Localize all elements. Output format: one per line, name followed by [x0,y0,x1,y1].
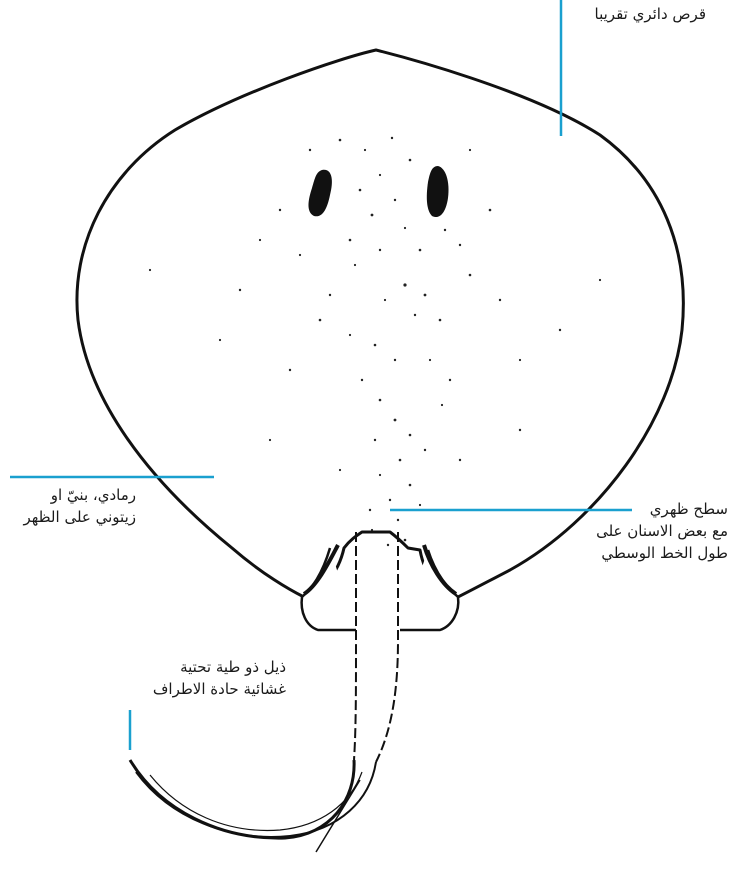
stingray-disc-outline [77,50,683,598]
dorsal-label-line: سطح ظهري [596,498,728,520]
tail-stalk-right [376,532,398,762]
tail-spine [316,780,360,852]
disc-label: قرص دائري تقريبا [595,3,706,25]
color-label-line: زيتوني على الظهر [23,506,136,528]
tail-fold [136,762,376,837]
tail-label-line: ذيل ذو طية تحتية [153,656,286,678]
dorsal-label-line: طول الخط الوسطي [596,542,728,564]
color-label: رمادي، بنيّ او زيتوني على الظهر [23,484,136,528]
color-label-line: رمادي، بنيّ او [23,484,136,506]
tail-stalk [354,532,356,760]
dorsal-label-line: مع بعض الاسنان على [596,520,728,542]
disc-label-line: قرص دائري تقريبا [595,3,706,25]
tail-label-line: غشائية حادة الاطراف [153,678,286,700]
tail-whip [130,760,354,838]
dorsal-surface-label: سطح ظهري مع بعض الاسنان على طول الخط الو… [596,498,728,564]
tail-label: ذيل ذو طية تحتية غشائية حادة الاطراف [153,656,286,700]
